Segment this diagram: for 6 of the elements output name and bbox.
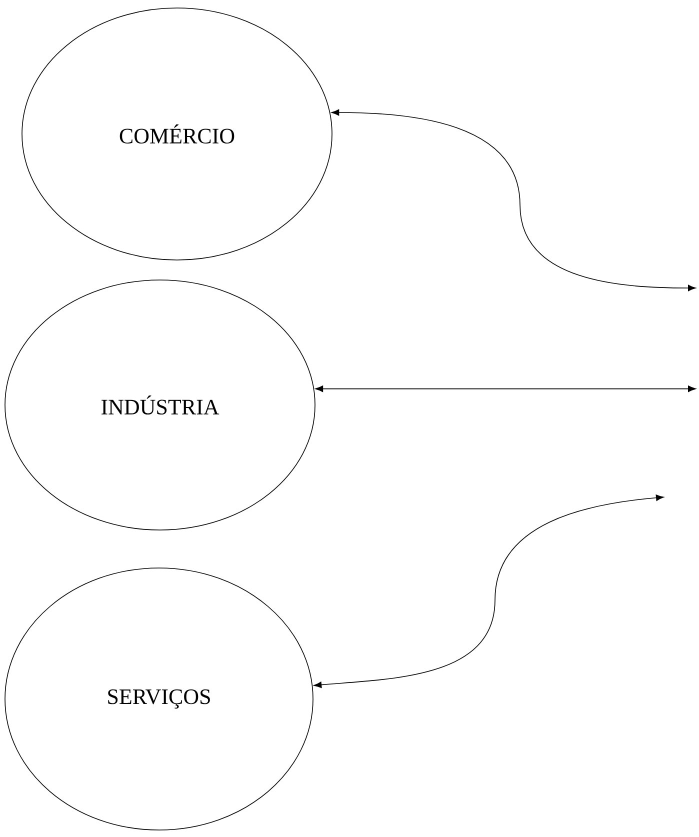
ellipse-node: SERVIÇOS — [4, 568, 314, 830]
ellipse-node: INDÚSTRIA — [4, 280, 316, 530]
arrow — [315, 386, 696, 392]
arrow — [331, 109, 696, 292]
ellipse-node: COMÉRCIO — [22, 8, 332, 260]
arrow — [314, 494, 664, 688]
